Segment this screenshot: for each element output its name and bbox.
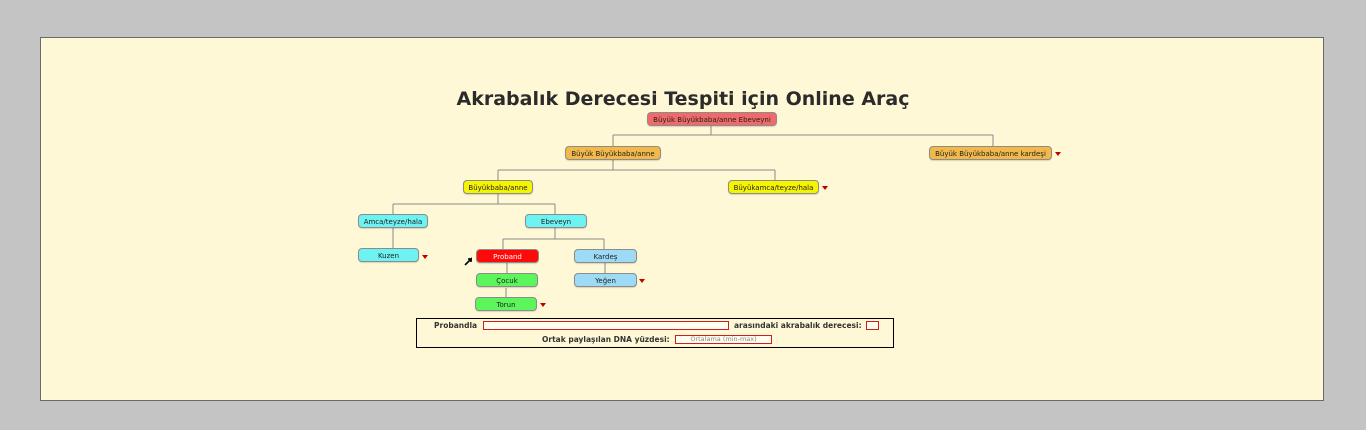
node-grandparent[interactable]: Büyükbaba/anne (463, 180, 533, 194)
proband-label: Probandla (434, 321, 478, 330)
node-sibling[interactable]: Kardeş (574, 249, 637, 263)
node-nephew-niece[interactable]: Yeğen (574, 273, 637, 287)
relation-degree-output[interactable] (866, 321, 879, 330)
node-great-grandparent-sibling[interactable]: Büyük Büyükbaba/anne kardeşi (929, 146, 1052, 160)
relation-degree-label: arasındaki akrabalık derecesi: (734, 321, 862, 330)
nephew-niece-dropdown-icon[interactable] (639, 279, 645, 283)
mouse-cursor-icon (464, 257, 472, 266)
node-proband[interactable]: Proband (476, 249, 539, 263)
dna-share-output[interactable]: Ortalama (min-max) (675, 335, 772, 344)
node-great-grandparent[interactable]: Büyük Büyükbaba/anne (565, 146, 661, 160)
dna-share-label: Ortak paylaşılan DNA yüzdesi: (542, 335, 670, 344)
node-child[interactable]: Çocuk (476, 273, 538, 287)
node-great-uncle-aunt[interactable]: Büyükamca/teyze/hala (728, 180, 819, 194)
great-uncle-aunt-dropdown-icon[interactable] (822, 186, 828, 190)
node-cousin[interactable]: Kuzen (358, 248, 419, 262)
node-parent[interactable]: Ebeveyn (525, 214, 587, 228)
grandchild-dropdown-icon[interactable] (540, 303, 546, 307)
page-bottom-strip (0, 430, 1366, 440)
relative-input[interactable] (483, 321, 729, 330)
node-great-grandparent-parent[interactable]: Büyük Büyükbaba/anne Ebeveyni (647, 112, 777, 126)
cousin-dropdown-icon[interactable] (422, 255, 428, 259)
page-title: Akrabalık Derecesi Tespiti için Online A… (456, 88, 910, 110)
great-grandparent-sibling-dropdown-icon[interactable] (1055, 152, 1061, 156)
node-grandchild[interactable]: Torun (475, 297, 537, 311)
node-uncle-aunt[interactable]: Amca/teyze/hala (358, 214, 428, 228)
